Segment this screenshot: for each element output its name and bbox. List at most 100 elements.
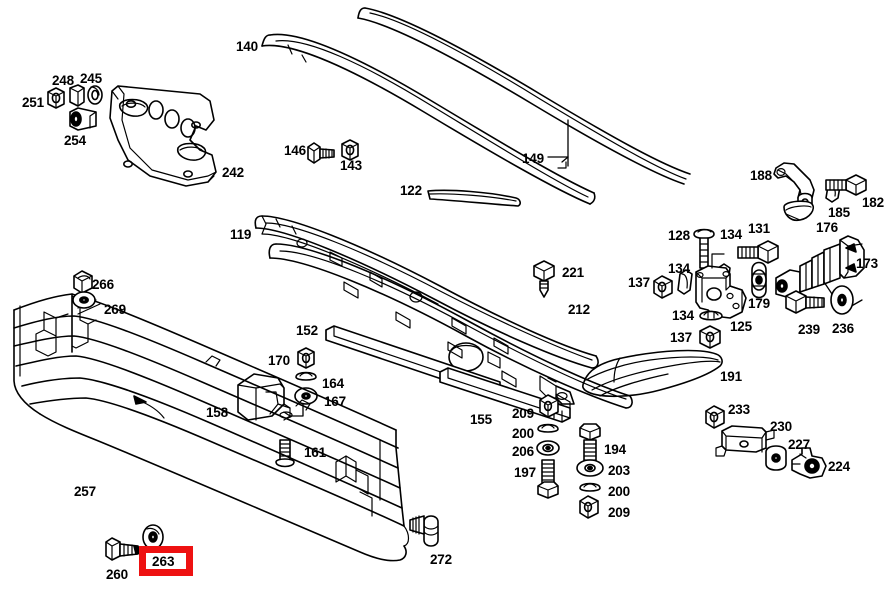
callout-266: 266 xyxy=(92,277,114,292)
part-230-bracket xyxy=(715,425,775,457)
callout-134-b: 134 xyxy=(672,308,694,323)
part-149-trim-strip xyxy=(357,7,691,185)
callout-128: 128 xyxy=(668,228,690,243)
part-164-cap xyxy=(295,371,317,381)
callout-125: 125 xyxy=(730,319,752,334)
part-194-bolt xyxy=(579,423,601,465)
callout-188: 188 xyxy=(750,168,772,183)
callout-197: 197 xyxy=(514,465,536,480)
part-236-washer xyxy=(830,285,854,315)
callout-191: 191 xyxy=(720,369,742,384)
part-173-shock-absorber xyxy=(775,235,865,313)
part-197-bolt xyxy=(537,459,559,499)
callout-239: 239 xyxy=(798,322,820,337)
part-125-bracket xyxy=(695,253,747,319)
callout-194: 194 xyxy=(604,442,626,457)
part-179-bushing xyxy=(751,261,767,299)
callout-260: 260 xyxy=(106,567,128,582)
callout-200-lower: 200 xyxy=(608,484,630,499)
part-146-screw xyxy=(307,142,335,164)
callout-257: 257 xyxy=(74,484,96,499)
callout-236: 236 xyxy=(832,321,854,336)
callout-164: 164 xyxy=(322,376,344,391)
part-170-nut xyxy=(297,347,315,369)
part-254-bushing xyxy=(69,107,97,131)
callout-227: 227 xyxy=(788,437,810,452)
callout-176: 176 xyxy=(816,220,838,235)
part-221-screw xyxy=(533,260,555,298)
callout-251: 251 xyxy=(22,95,44,110)
part-128-bolt xyxy=(693,228,715,269)
part-233-nut xyxy=(705,405,725,429)
callout-230: 230 xyxy=(770,419,792,434)
highlight-box-263 xyxy=(139,546,193,576)
callout-131: 131 xyxy=(748,221,770,236)
callout-212: 212 xyxy=(568,302,590,317)
part-239-bolt xyxy=(785,290,825,314)
callout-209-lower: 209 xyxy=(608,505,630,520)
callout-173: 173 xyxy=(856,256,878,271)
callout-119: 119 xyxy=(230,227,252,242)
part-134-clip-b xyxy=(677,269,693,295)
part-245-washer xyxy=(87,85,103,105)
part-227-grommet xyxy=(765,445,787,471)
callout-143: 143 xyxy=(340,158,362,173)
part-137-nut-b xyxy=(699,325,721,349)
callout-155: 155 xyxy=(470,412,492,427)
part-203-washer xyxy=(576,459,604,477)
callout-254: 254 xyxy=(64,133,86,148)
part-209-nut-lower xyxy=(579,495,599,519)
callout-185: 185 xyxy=(828,205,850,220)
callout-263: 263 xyxy=(152,554,175,569)
callout-137-b: 137 xyxy=(670,330,692,345)
callout-242: 242 xyxy=(222,165,244,180)
callout-233: 233 xyxy=(728,402,750,417)
callout-161: 161 xyxy=(304,445,326,460)
callout-248: 248 xyxy=(52,73,74,88)
part-224-clip xyxy=(791,447,827,479)
part-248-sleeve xyxy=(69,84,85,107)
callout-158: 158 xyxy=(206,405,228,420)
callout-206: 206 xyxy=(512,444,534,459)
part-251-nut xyxy=(47,87,65,109)
callout-203: 203 xyxy=(608,463,630,478)
part-257-bumper-cover xyxy=(13,293,410,562)
callout-224: 224 xyxy=(828,459,850,474)
callout-137-a: 137 xyxy=(628,275,650,290)
callout-179: 179 xyxy=(748,296,770,311)
part-137-nut-a xyxy=(653,275,673,299)
callout-134-a: 134 xyxy=(668,261,690,276)
callout-170: 170 xyxy=(268,353,290,368)
callout-152: 152 xyxy=(296,323,318,338)
leader-149 xyxy=(547,119,569,169)
part-143-nut xyxy=(341,139,359,161)
callout-272: 272 xyxy=(430,552,452,567)
part-140-trim-strip xyxy=(261,33,596,205)
part-272-screw xyxy=(409,515,439,547)
part-263-washer xyxy=(142,524,164,550)
part-176-pad xyxy=(783,200,815,222)
callout-200-upper: 200 xyxy=(512,426,534,441)
callout-140: 140 xyxy=(236,39,258,54)
part-242-bracket-plate xyxy=(109,85,217,187)
part-209-nut-upper xyxy=(539,394,559,418)
callout-269: 269 xyxy=(104,302,126,317)
part-131-bolt xyxy=(737,240,779,264)
callout-245: 245 xyxy=(80,71,102,86)
callout-167: 167 xyxy=(324,394,346,409)
part-206-washer xyxy=(536,440,560,456)
part-191-corner-piece xyxy=(582,349,723,398)
callout-209-upper: 209 xyxy=(512,406,534,421)
callout-149: 149 xyxy=(522,151,544,166)
part-266-nut xyxy=(73,270,93,294)
callout-221: 221 xyxy=(562,265,584,280)
callout-182: 182 xyxy=(862,195,884,210)
part-134-clip-c xyxy=(699,310,723,321)
part-182-bolt xyxy=(825,174,867,196)
part-200-cap-upper xyxy=(537,423,559,433)
callout-146: 146 xyxy=(284,143,306,158)
part-269-washer xyxy=(72,291,96,309)
part-200-cap-lower xyxy=(579,482,601,492)
